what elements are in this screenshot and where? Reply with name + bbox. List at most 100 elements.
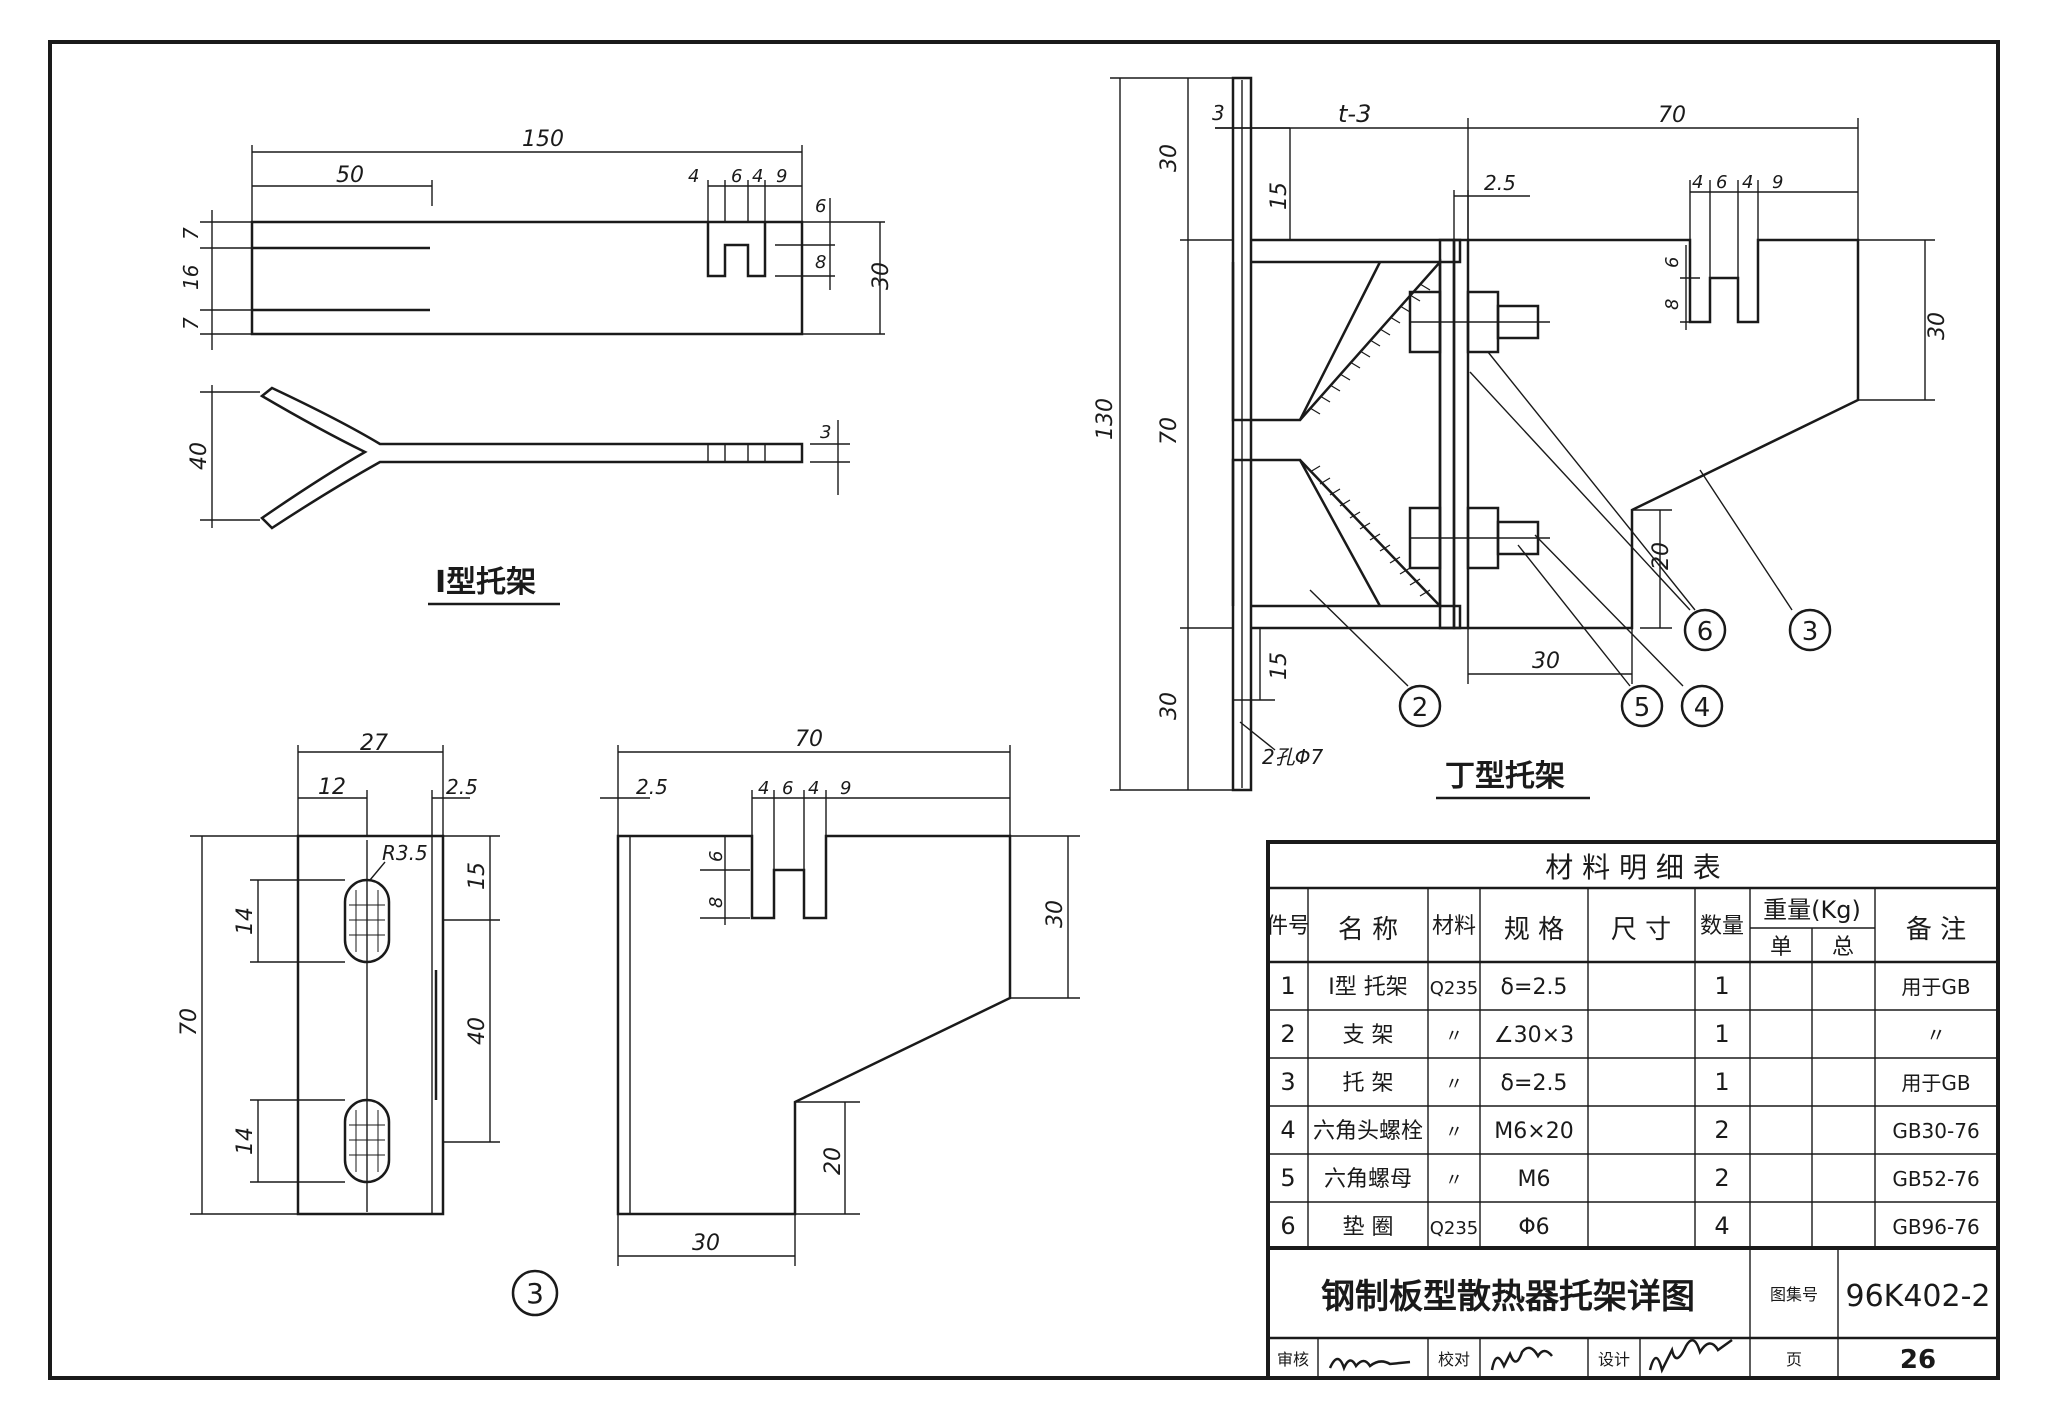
part3-dim-8: 8 [706, 897, 727, 908]
type1-bracket-view: 150 50 4 6 4 9 6 8 30 7 16 7 40 3 Ⅰ型托架 [179, 127, 894, 606]
part3-dim-70: 70 [177, 1008, 202, 1036]
bom-cell-material: 〃 [1445, 1122, 1463, 1143]
bom-cell-spec: δ=2.5 [1501, 975, 1568, 1000]
part3-dim-30b: 30 [692, 1231, 720, 1256]
typeT-dim-30r: 30 [1925, 312, 1950, 340]
part3-dim-4b: 4 [808, 778, 819, 799]
review-label: 审核 [1277, 1350, 1309, 1369]
atlas-label: 图集号 [1770, 1285, 1818, 1304]
typeT-dim-30b: 30 [1532, 649, 1560, 674]
bom-table: 材 料 明 细 表 件号 名 称 材料 规 格 尺 寸 数量 重量(Kg) 单 … [1266, 840, 2000, 1250]
bom-cell-name: 托 架 [1343, 1071, 1394, 1096]
typeT-dim-30a: 30 [1157, 144, 1182, 172]
bolt-upper [1408, 290, 1550, 354]
bom-cell-spec: M6×20 [1494, 1119, 1573, 1144]
bom-cell-name: Ⅰ型 托架 [1328, 975, 1407, 1000]
typeT-dim-20: 20 [1649, 542, 1674, 570]
type1-dim-6: 6 [731, 166, 742, 187]
bom-header-note: 备 注 [1906, 915, 1966, 945]
typeT-dim-25: 2.5 [1484, 171, 1516, 195]
bom-cell-no: 4 [1280, 1116, 1295, 1144]
callout-2: 2 [1412, 693, 1429, 723]
bom-cell-note: 〃 [1926, 1023, 1946, 1047]
typeT-dim-15a: 15 [1267, 182, 1292, 210]
part3-detail-view: 27 12 2.5 R3.5 15 14 70 40 14 70 2.5 [177, 727, 1080, 1317]
part3-dim-15: 15 [465, 862, 490, 890]
callout-6: 6 [1697, 617, 1714, 647]
type1-dim-9: 9 [776, 166, 787, 187]
type1-dim-7b: 7 [179, 317, 203, 330]
bom-cell-note: GB30-76 [1892, 1119, 1979, 1143]
type1-dim-16: 16 [179, 265, 203, 290]
type1-dim-7a: 7 [179, 227, 203, 240]
type1-dim-30: 30 [869, 262, 894, 290]
part3-dim-20: 20 [821, 1147, 846, 1175]
bom-header-qty: 数量 [1700, 914, 1744, 939]
bom-header-spec: 规 格 [1504, 915, 1564, 945]
part3-dim-30: 30 [1043, 900, 1068, 928]
typeT-dim-9: 9 [1772, 172, 1783, 193]
signature-check [1490, 1346, 1553, 1371]
typeT-dim-70: 70 [1658, 103, 1686, 128]
bom-cell-spec: Φ6 [1518, 1215, 1549, 1240]
part3-dim-70top: 70 [795, 727, 823, 752]
bom-cell-note: 用于GB [1901, 975, 1970, 999]
type1-dim-8: 8 [815, 252, 826, 273]
sheet-border [48, 40, 2000, 1380]
type1-dim-150: 150 [522, 127, 564, 152]
part3-radius: R3.5 [382, 841, 428, 865]
bom-header-weight: 重量(Kg) [1763, 896, 1861, 924]
typeT-dim-6r: 6 [1662, 257, 1683, 268]
bom-cell-note: 用于GB [1901, 1071, 1970, 1095]
bom-cell-material: 〃 [1445, 1170, 1463, 1191]
typeT-dim-4b: 4 [1742, 172, 1753, 193]
bom-header-name: 名 称 [1338, 915, 1398, 945]
page-number: 26 [1900, 1345, 1936, 1375]
part3-dim-14a: 14 [233, 907, 258, 935]
bom-header-size: 尺 寸 [1611, 915, 1671, 945]
part3-dim-6r: 6 [706, 851, 727, 862]
bom-header-unit: 单 [1770, 935, 1792, 960]
type1-dim-40: 40 [187, 442, 212, 470]
drawing-title: 钢制板型散热器托架详图 [1321, 1277, 1695, 1317]
typeT-dim-3: 3 [1212, 101, 1225, 125]
title-block: 钢制板型散热器托架详图 图集号 96K402-2 审核 校对 设计 页 26 [1266, 1248, 1998, 1378]
typeT-dim-t3: t-3 [1338, 100, 1371, 128]
atlas-number: 96K402-2 [1845, 1279, 1990, 1314]
bom-cell-spec: M6 [1518, 1167, 1551, 1192]
callout-5: 5 [1634, 693, 1651, 723]
bom-cell-note: GB52-76 [1892, 1167, 1979, 1191]
type1-dim-6r: 6 [815, 196, 826, 217]
bom-cell-material: Q235 [1430, 1218, 1479, 1239]
part3-dim-6: 6 [782, 778, 793, 799]
bom-cell-name: 支 架 [1343, 1023, 1394, 1048]
bom-cell-qty: 4 [1714, 1212, 1729, 1240]
typeT-bracket-view: 3 t-3 70 30 15 2.5 4 6 4 9 6 8 30 130 70… [1093, 76, 1950, 800]
bom-cell-material: 〃 [1445, 1074, 1463, 1095]
part3-dim-4: 4 [758, 778, 769, 799]
typeT-dim-4: 4 [1692, 172, 1703, 193]
type1-dim-50: 50 [336, 163, 364, 188]
bom-cell-material: 〃 [1445, 1026, 1463, 1047]
bom-cell-qty: 1 [1714, 1020, 1729, 1048]
bom-cell-name: 垫 圈 [1343, 1215, 1394, 1240]
typeT-title: 丁型托架 [1445, 759, 1565, 794]
part3-dim-9: 9 [840, 778, 851, 799]
bom-header-material: 材料 [1432, 914, 1476, 939]
part3-dim-12: 12 [318, 775, 346, 800]
typeT-dim-30c: 30 [1157, 692, 1182, 720]
callout-3: 3 [1802, 617, 1819, 647]
bom-cell-qty: 2 [1714, 1164, 1729, 1192]
type1-dim-3: 3 [820, 422, 831, 443]
bom-header-total: 总 [1832, 935, 1854, 960]
part3-dim-25b: 2.5 [636, 775, 668, 799]
typeT-dim-70v: 70 [1157, 417, 1182, 445]
callout-4: 4 [1694, 693, 1711, 723]
bom-cell-spec: δ=2.5 [1501, 1071, 1568, 1096]
part3-dim-25: 2.5 [446, 775, 478, 799]
bom-cell-no: 5 [1280, 1164, 1295, 1192]
bom-cell-no: 6 [1280, 1212, 1295, 1240]
page-label: 页 [1786, 1350, 1802, 1369]
